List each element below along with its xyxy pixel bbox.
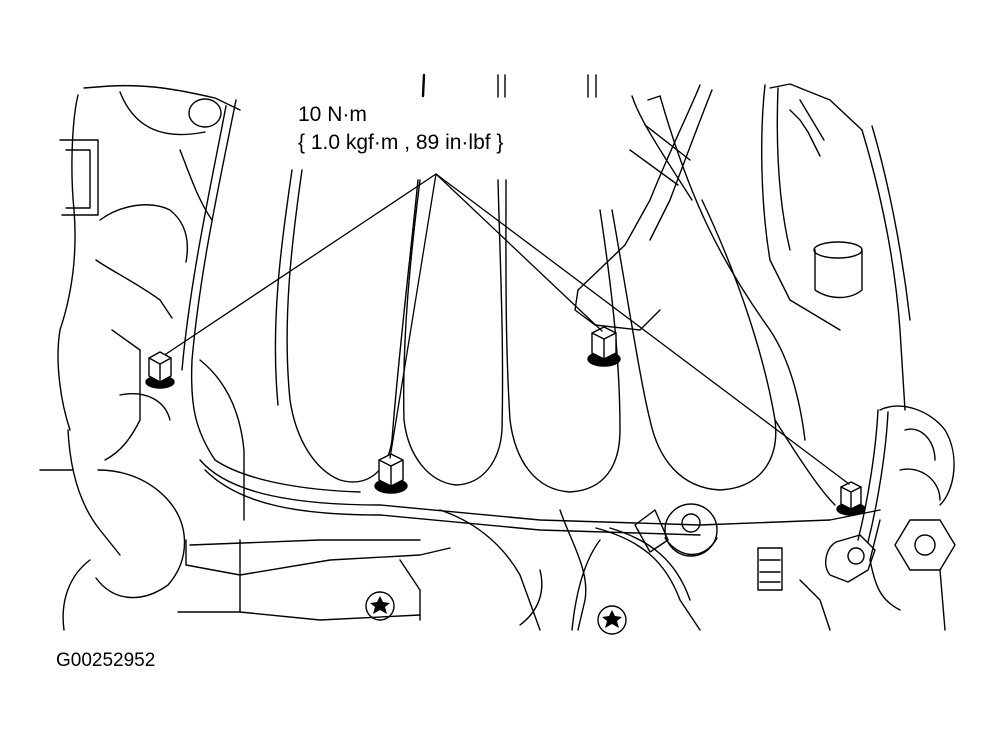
- intake-manifold-body: [182, 84, 955, 630]
- figure-id: G00252952: [56, 650, 156, 671]
- torque-callout: 10 N·m { 1.0 kgf·m , 89 in·lbf }: [298, 101, 503, 157]
- torque-value-nm: 10 N·m: [298, 103, 367, 126]
- right-vacuum-pipe: [826, 410, 888, 582]
- lower-components: [186, 504, 830, 630]
- torx-bolt-icon: [598, 606, 626, 634]
- manifold-top-stubs: [423, 75, 596, 97]
- torque-leader-lines: [166, 174, 849, 484]
- torx-bolt-icon: [366, 592, 394, 620]
- hex-flange-bolt-icon: [837, 482, 865, 515]
- hex-flange-bolt-icon: [588, 327, 620, 366]
- torque-value-alt-units: { 1.0 kgf·m , 89 in·lbf }: [298, 131, 504, 154]
- hex-flange-bolt-icon: [146, 352, 174, 388]
- left-engine-structure: [40, 86, 244, 630]
- hex-flange-bolt-icon: [375, 454, 407, 493]
